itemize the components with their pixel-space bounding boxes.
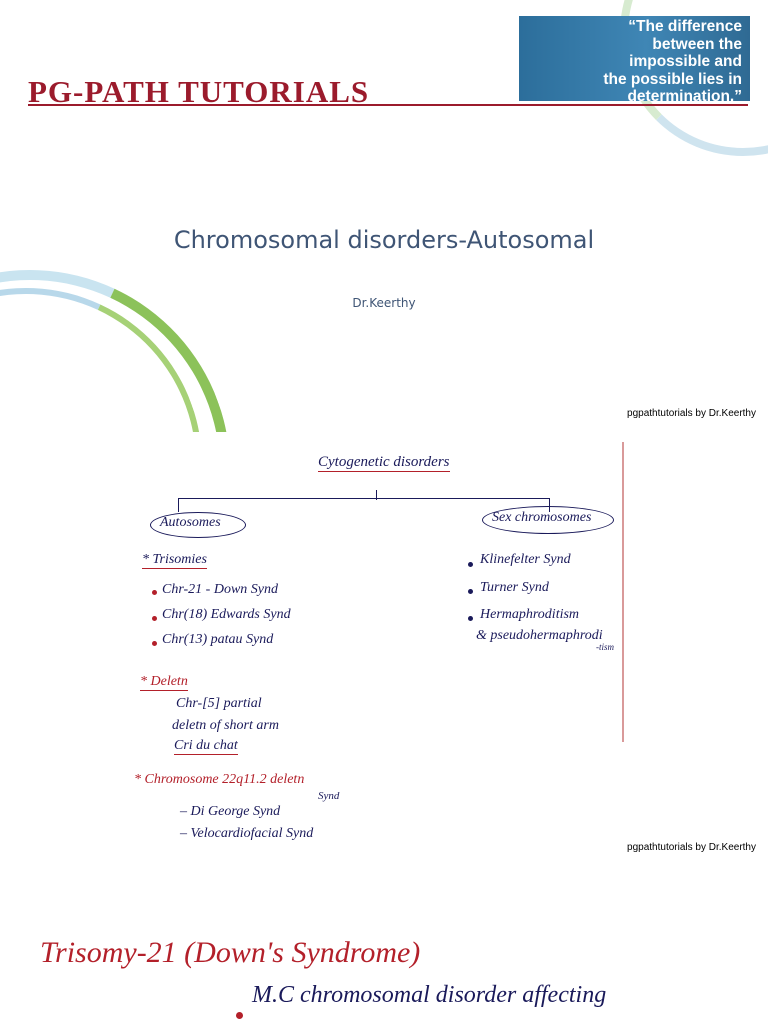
tree-connector xyxy=(178,498,179,512)
trisomies-label: * Trisomies xyxy=(142,552,207,569)
bullet xyxy=(468,616,473,621)
trisomy-21-title: Trisomy-21 (Down's Syndrome) xyxy=(40,936,421,969)
tree-connector xyxy=(376,490,377,500)
chr22-label: * Chromosome 22q11.2 deletn xyxy=(134,772,305,787)
deletion-line: Chr-[5] partial xyxy=(176,696,262,711)
sex-chromosome-item: Turner Synd xyxy=(480,580,549,595)
autosomes-label: Autosomes xyxy=(160,515,221,530)
chr22-synd: Synd xyxy=(318,790,340,802)
brand-divider xyxy=(28,104,748,106)
trisomy-item: Chr-21 - Down Synd xyxy=(162,582,278,597)
bullet xyxy=(468,589,473,594)
trisomy-21-slide: Trisomy-21 (Down's Syndrome) M.C chromos… xyxy=(0,864,768,1024)
deletion-line: deletn of short arm xyxy=(172,718,279,733)
deletion-label: * Deletn xyxy=(140,674,188,691)
slide-footer: pgpathtutorials by Dr.Keerthy xyxy=(627,408,756,419)
sex-chromosome-item: & pseudohermaphrodi xyxy=(476,628,603,643)
sex-chromosome-suffix: -tism xyxy=(596,642,614,652)
brand-logo-text: PG-PATH TUTORIALS xyxy=(28,74,370,109)
title-slide: PG-PATH TUTORIALS “The difference betwee… xyxy=(0,0,768,432)
sex-chromosome-item: Klinefelter Synd xyxy=(480,552,571,567)
quote-box: “The difference between the impossible a… xyxy=(519,16,750,105)
sex-chromosomes-oval xyxy=(482,506,614,534)
tree-connector xyxy=(549,498,550,512)
quote-line: impossible and xyxy=(629,53,742,70)
handwritten-notes-slide: Cytogenetic disorders Autosomes Sex chro… xyxy=(0,432,768,864)
slide-author: Dr.Keerthy xyxy=(352,296,416,310)
tree-connector xyxy=(178,498,550,499)
sex-chromosome-item: Hermaphroditism xyxy=(480,607,580,622)
deletion-line: Cri du chat xyxy=(174,738,238,755)
quote-line: between the xyxy=(652,35,742,53)
trisomy-21-line: M.C chromosomal disorder affecting xyxy=(252,982,607,1008)
sex-chromosomes-label: Sex chromosomes xyxy=(492,510,592,525)
bullet xyxy=(236,1012,243,1019)
chr22-item: – Di George Synd xyxy=(180,804,281,819)
notes-heading: Cytogenetic disorders xyxy=(318,454,450,472)
slide-title: Chromosomal disorders-Autosomal xyxy=(173,226,595,254)
quote-line: the possible lies in xyxy=(603,70,742,88)
bullet xyxy=(152,641,157,646)
quote-line: determination.” xyxy=(627,88,742,105)
chr22-item: – Velocardiofacial Synd xyxy=(180,826,314,841)
bullet xyxy=(152,590,157,595)
trisomy-item: Chr(18) Edwards Synd xyxy=(162,607,291,622)
bullet xyxy=(152,616,157,621)
bullet xyxy=(468,562,473,567)
quote-line: “The difference xyxy=(628,18,742,35)
autosomes-oval xyxy=(150,512,246,538)
page-margin-line xyxy=(622,442,624,742)
trisomy-item: Chr(13) patau Synd xyxy=(162,632,274,647)
slide-footer: pgpathtutorials by Dr.Keerthy xyxy=(627,842,756,853)
